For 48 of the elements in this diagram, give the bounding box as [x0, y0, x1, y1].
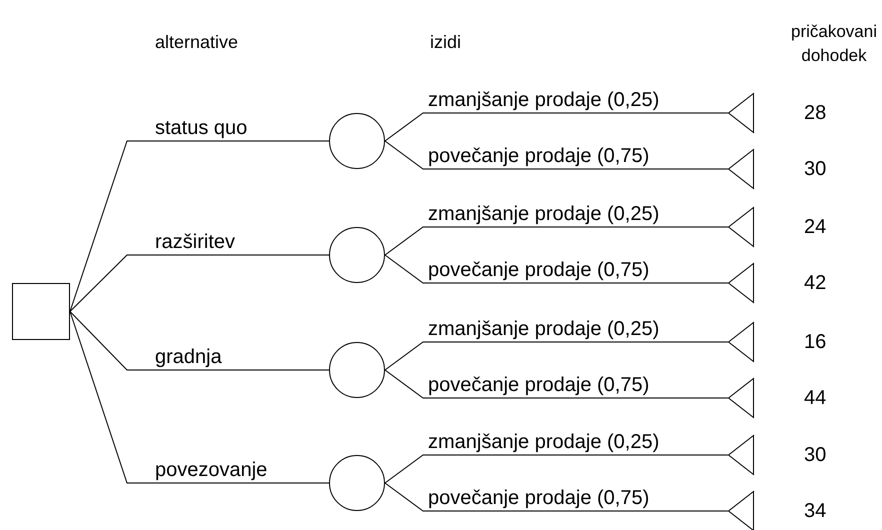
edge-label: povečanje prodaje (0,75) [428, 259, 650, 281]
edge-label: zmanjšanje prodaje (0,25) [428, 89, 660, 111]
branch-line [70, 254, 330, 312]
edge-label: razširitev [155, 231, 236, 253]
branch-line [384, 226, 728, 256]
edge-label: status quo [155, 117, 248, 139]
payoff-value: 34 [804, 500, 826, 522]
chance-node [329, 113, 385, 169]
end-node [728, 491, 754, 530]
branch-line [70, 311, 330, 370]
end-node [728, 207, 754, 247]
payoff-value: 16 [804, 331, 826, 353]
branch-line [70, 140, 330, 312]
chance-node [329, 455, 385, 511]
end-node [728, 322, 754, 362]
branch-line [384, 112, 728, 142]
edge-label: povečanje prodaje (0,75) [428, 374, 650, 396]
decision-node [12, 283, 70, 340]
edge-label: povečanje prodaje (0,75) [428, 487, 650, 509]
payoff-value: 24 [804, 216, 826, 238]
branch-line [384, 254, 728, 284]
edge-label: povečanje prodaje (0,75) [428, 145, 650, 167]
branch-line [384, 454, 728, 484]
branch-line [384, 370, 728, 398]
branch-line [384, 482, 728, 512]
payoff-value: 30 [804, 444, 826, 466]
edge-label: gradnja [155, 346, 222, 368]
end-node [728, 93, 754, 133]
column-header: alternative [155, 31, 240, 54]
edge-label: zmanjšanje prodaje (0,25) [428, 318, 660, 340]
payoff-value: 30 [804, 158, 826, 180]
end-node [728, 378, 754, 418]
edge-label: povezovanje [155, 459, 268, 481]
branch-line [70, 311, 330, 484]
payoff-value: 44 [804, 387, 826, 409]
edge-label: zmanjšanje prodaje (0,25) [428, 203, 660, 225]
chance-node [329, 227, 385, 283]
end-node [728, 435, 754, 475]
payoff-value: 28 [804, 102, 826, 124]
payoff-value: 42 [804, 272, 826, 294]
chance-node [329, 342, 385, 398]
column-header: izidi [430, 31, 462, 54]
end-node [728, 149, 754, 189]
branch-line [384, 342, 728, 370]
branch-line [384, 140, 728, 170]
edge-label: zmanjšanje prodaje (0,25) [428, 431, 660, 453]
end-node [728, 263, 754, 303]
column-header: pričakovani dohodek [790, 21, 878, 67]
